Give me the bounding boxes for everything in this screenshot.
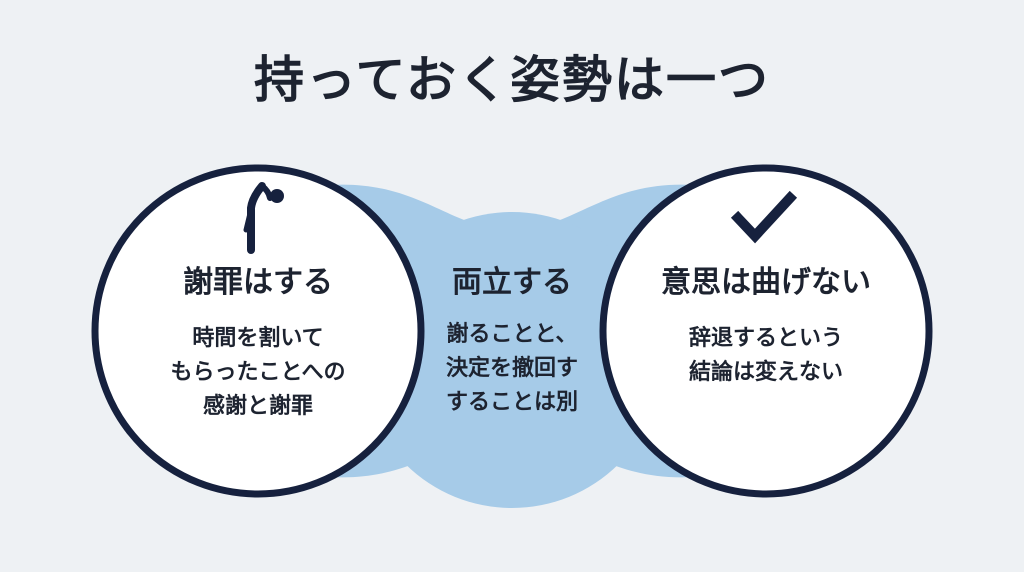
left-heading: 謝罪はする [183, 265, 333, 300]
checkmark-icon [730, 190, 798, 244]
right-heading: 意思は曲げない [661, 265, 871, 300]
left-section: 謝罪はする 時間を割いて もらったことへの 感謝と謝罪 [128, 268, 388, 424]
center-heading: 両立する [452, 265, 572, 300]
left-line-1: 時間を割いて [192, 326, 324, 351]
right-circle-fill [603, 168, 929, 494]
center-line-1: 謝ることと、 [446, 322, 578, 347]
center-line-2: 決定を撤回す [445, 356, 578, 381]
left-line-2: もらったことへの [170, 360, 346, 385]
right-line-1: 辞退するという [688, 326, 843, 351]
page-title: 持っておく姿勢は一つ [254, 51, 770, 109]
left-line-3: 感謝と謝罪 [202, 394, 313, 419]
right-section: 意思は曲げない 辞退するという 結論は変えない [630, 268, 902, 390]
overlap-center [362, 212, 662, 508]
center-line-3: することは別 [445, 390, 578, 415]
bowing-person-icon [243, 182, 284, 254]
left-circle-fill [95, 168, 421, 494]
right-circle-ring [599, 164, 933, 498]
left-circle-ring [91, 164, 425, 498]
right-line-2: 結論は変えない [688, 360, 843, 385]
center-section: 両立する 謝ることと、 決定を撤回す することは別 [412, 268, 612, 420]
